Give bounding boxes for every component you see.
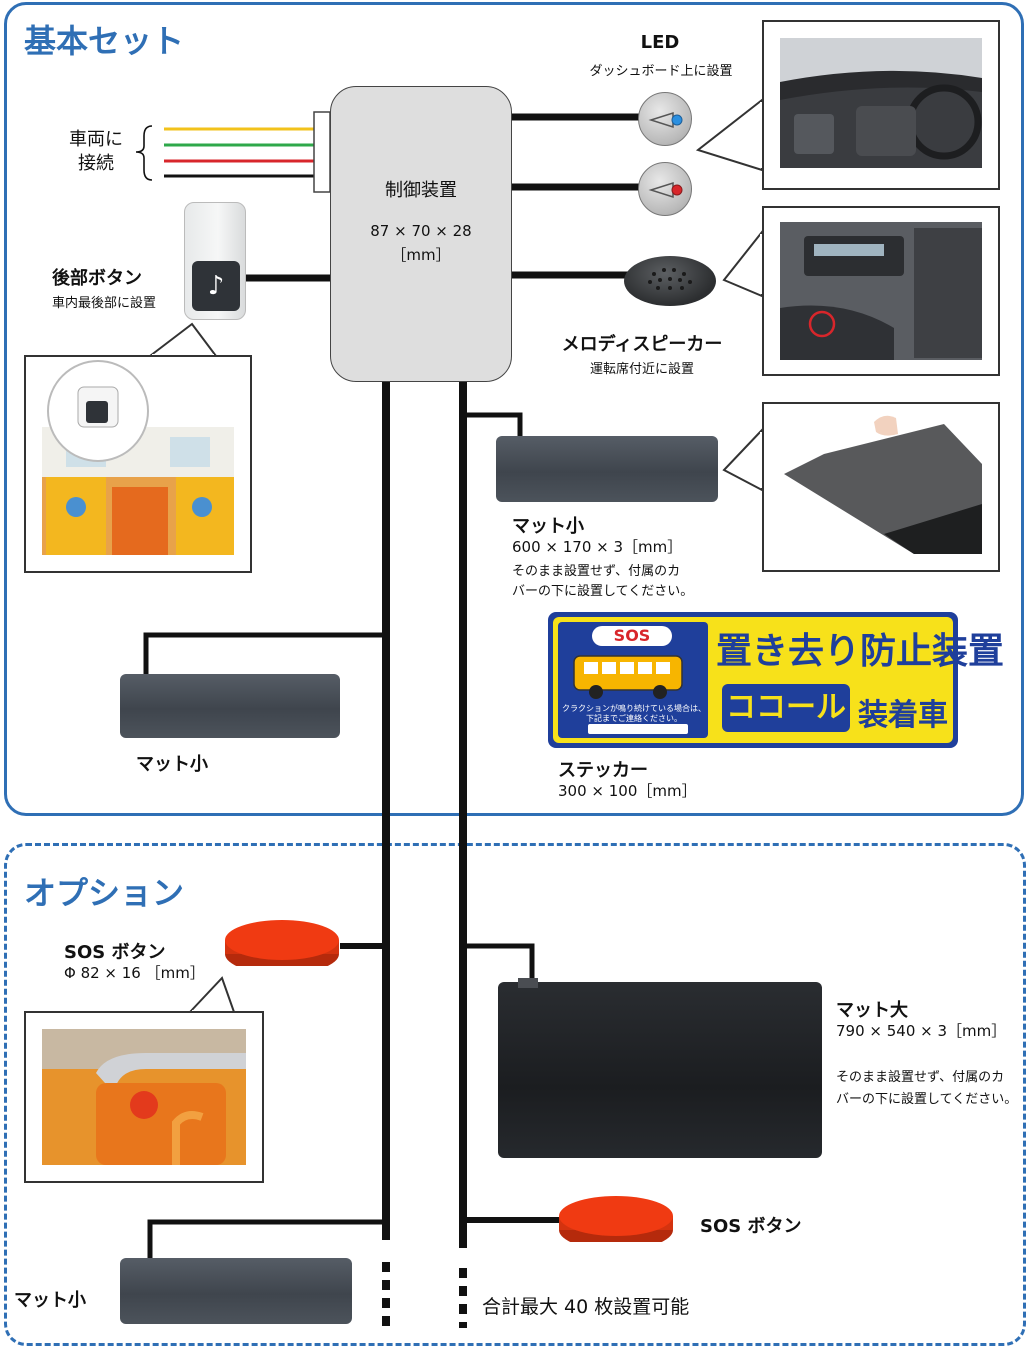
sticker-suffix: 装着車 (858, 698, 948, 733)
brace (135, 125, 153, 181)
connector-plug (313, 111, 331, 193)
dashboard-image (780, 38, 982, 168)
mat-large-title: マット大 (836, 1000, 908, 1021)
controller-name: 制御装置 (385, 180, 457, 201)
sticker-contact-box (588, 724, 688, 734)
mat-small-main-dims: 600 × 170 × 3［mm］ (512, 538, 683, 556)
sticker-title: ステッカー (558, 760, 648, 781)
mat-small-main-note1: そのまま設置せず、付属のカ (512, 564, 681, 579)
mat-small-main-note2: バーの下に設置してください。 (512, 584, 694, 599)
mat-small-left-title: マット小 (136, 754, 208, 775)
sticker-small-line2: 下記までご連絡ください。 (586, 714, 682, 723)
led-note: ダッシュボード上に設置 (589, 64, 733, 79)
mat-large-image (498, 982, 822, 1158)
mat-small-left-image (120, 674, 340, 738)
vehicle-connect-line1: 車両に (69, 129, 123, 150)
driver-area-image (780, 222, 982, 360)
vehicle-connect-label: 車両に 接続 (64, 128, 128, 176)
speaker-grille-icon (648, 268, 692, 290)
bus-seat-photo (24, 1011, 264, 1183)
sticker-dims: 300 × 100［mm］ (558, 782, 697, 800)
basic-set-section (4, 2, 1024, 816)
led-red-icon (648, 181, 683, 199)
mat-large-connector (518, 978, 538, 988)
max-mats-note: 合計最大 40 枚設置可能 (482, 1296, 690, 1318)
sticker-small-line1: クラクションが鳴り続けている場合は、 (562, 704, 706, 713)
sos-button-option (225, 920, 339, 966)
speaker-note: 運転席付近に設置 (589, 362, 694, 377)
controller-dims: 87 × 70 × 28 (370, 222, 472, 240)
mat-large-dims: 790 × 540 × 3［mm］ (836, 1022, 1007, 1040)
mat-small-main-image (496, 436, 718, 502)
controller-box (330, 86, 512, 382)
sticker-small-text: クラクションが鳴り続けている場合は、 下記までご連絡ください。 (562, 704, 706, 724)
sos-option-dims: Φ 82 × 16 ［mm］ (64, 964, 205, 982)
option-title: オプション (24, 874, 185, 912)
driver-area-photo (762, 206, 1000, 376)
sos-bottom-title: SOS ボタン (700, 1216, 802, 1237)
sos-button-bottom (559, 1196, 673, 1242)
rear-button-note: 車内最後部に設置 (52, 296, 157, 311)
mat-small-main-title: マット小 (512, 516, 584, 537)
sticker-brand: ココール (722, 684, 850, 732)
mat-small-bottom-image (120, 1258, 352, 1324)
mat-large-note2: バーの下に設置してください。 (836, 1092, 1018, 1107)
led-red (638, 162, 692, 216)
led-blue (638, 92, 692, 146)
bus-seat-image (42, 1029, 246, 1165)
music-note-icon: ♪ (192, 261, 240, 311)
speaker-title: メロディスピーカー (561, 334, 723, 355)
sticker-heading: 置き去り防止装置 (716, 631, 1005, 672)
rear-button-device: ♪ (184, 202, 246, 320)
vehicle-connect-line2: 接続 (78, 153, 114, 174)
sticker-sos-badge: SOS (592, 626, 672, 646)
bus-interior-image (42, 360, 234, 555)
speaker-device (624, 256, 716, 306)
bus-interior-photo (24, 355, 252, 573)
mat-cover-image (784, 415, 982, 554)
option-section (4, 843, 1026, 1346)
sos-option-title: SOS ボタン (64, 942, 166, 963)
rear-button-title: 後部ボタン (52, 268, 142, 289)
mat-large-note1: そのまま設置せず、付属のカ (836, 1070, 1005, 1085)
controller-unit: ［mm］ (391, 246, 451, 264)
basic-set-title: 基本セット (24, 22, 185, 60)
led-blue-icon (648, 111, 683, 129)
led-title: LED (640, 32, 680, 53)
mat-small-bottom-title: マット小 (14, 1290, 86, 1311)
mat-cover-photo (762, 402, 1000, 572)
sticker: SOS クラクションが鳴り続けている場合は、 下記までご連絡ください。 置き去り… (548, 612, 1005, 748)
bus-icon (573, 655, 683, 699)
dashboard-photo (762, 20, 1000, 190)
